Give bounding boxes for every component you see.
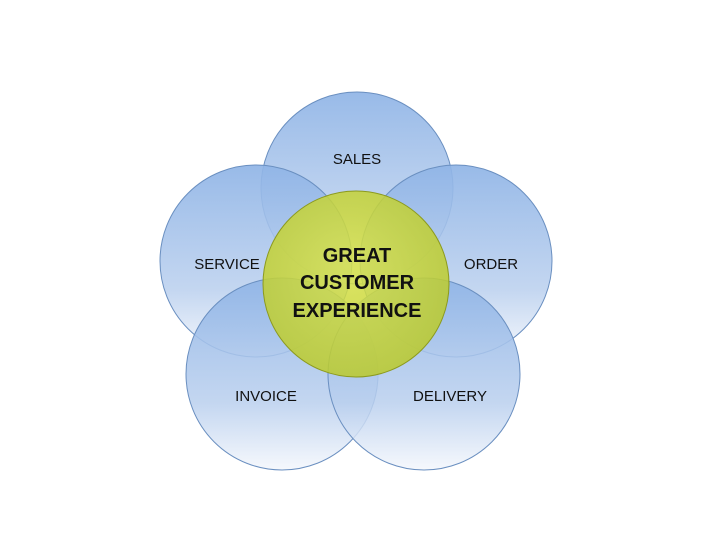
petal-label-sales: SALES: [333, 151, 381, 168]
petal-label-delivery: DELIVERY: [413, 388, 487, 405]
center-label-line-2: CUSTOMER: [300, 272, 415, 294]
petal-label-invoice: INVOICE: [235, 388, 297, 405]
center-label-line-3: EXPERIENCE: [293, 300, 422, 322]
petal-label-service: SERVICE: [194, 256, 260, 273]
center-node: [262, 190, 450, 378]
center-circle: [262, 190, 450, 378]
center-label-line-1: GREAT: [323, 245, 392, 267]
petal-label-order: ORDER: [464, 256, 518, 273]
